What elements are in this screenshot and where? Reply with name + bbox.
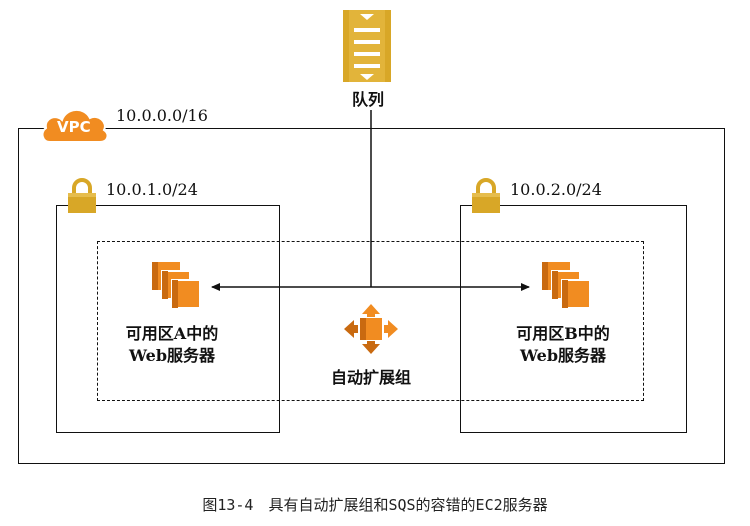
asg-label: 自动扩展组 (330, 368, 411, 387)
subnet-b-box (460, 205, 687, 433)
queue-label: 队列 (351, 90, 384, 109)
queue-icon (343, 10, 391, 82)
subnet-a-cidr: 10.0.1.0/24 (106, 180, 198, 199)
vpc-cidr: 10.0.0.0/16 (116, 106, 208, 125)
ec2-servers-icon (152, 262, 201, 309)
figure-caption: 图13-4 具有自动扩展组和SQS的容错的EC2服务器 (202, 496, 548, 514)
ec2-servers-icon (542, 262, 591, 309)
server-b-line1: 可用区B中的 (516, 324, 610, 343)
auto-scaling-icon (344, 304, 398, 354)
server-a-line2: Web服务器 (128, 346, 216, 365)
vpc-badge: VPC (57, 118, 91, 136)
server-a-line1: 可用区A中的 (125, 324, 219, 343)
lock-icon (68, 178, 96, 213)
server-b-line2: Web服务器 (519, 346, 607, 365)
subnet-a-box (56, 205, 280, 433)
subnet-b-cidr: 10.0.2.0/24 (510, 180, 602, 199)
lock-icon (472, 178, 500, 213)
vpc-cloud-icon (41, 109, 109, 143)
